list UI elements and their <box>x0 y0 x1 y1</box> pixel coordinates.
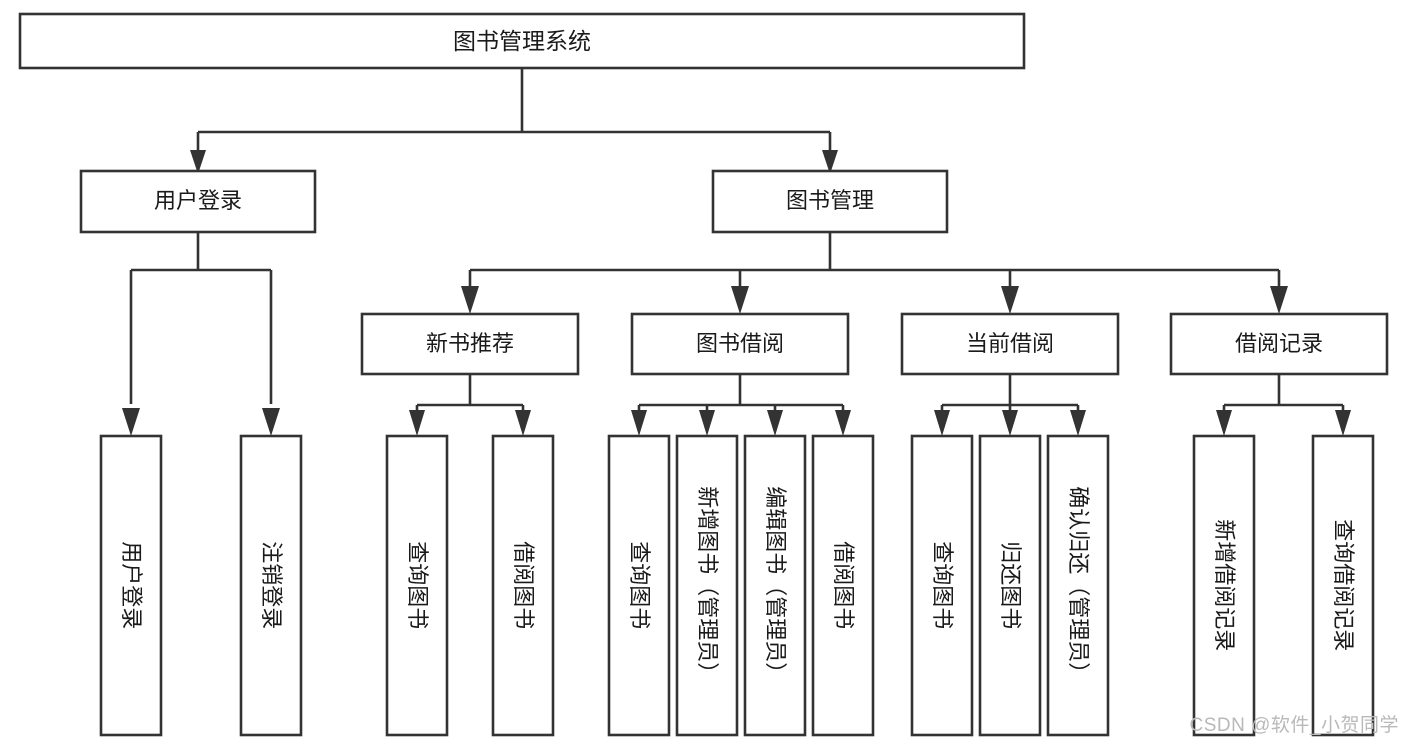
node-label-wrap-edit-book: 编辑图书（管理员） <box>745 436 805 735</box>
node-box-query-book-1[interactable] <box>385 434 449 737</box>
node-label-new-book-recommend: 新书推荐 <box>426 331 514 356</box>
node-label-user-login: 用户登录 <box>154 188 242 213</box>
connector-layer <box>122 68 1351 436</box>
arrow-to-add-borrow-record <box>1216 410 1232 436</box>
arrow-to-user-login <box>190 150 206 174</box>
node-label-wrap-query-book-1: 查询图书 <box>387 436 447 735</box>
node-label-wrap-return-book: 归还图书 <box>980 436 1040 735</box>
node-box-book-manage[interactable] <box>711 169 949 234</box>
node-box-new-book-recommend[interactable] <box>360 312 580 376</box>
connector-user-login-bus <box>129 232 273 404</box>
node-box-root[interactable] <box>18 12 1026 70</box>
node-box-borrow-book-1[interactable] <box>491 434 555 737</box>
node-box-current-borrow[interactable] <box>900 312 1120 376</box>
node-label-wrap-add-borrow-record: 新增借阅记录 <box>1194 436 1254 735</box>
node-label-wrap-confirm-return: 确认归还（管理员） <box>1048 436 1108 735</box>
connector-book-borrow-bus <box>637 374 845 412</box>
node-box-borrow-book-2[interactable] <box>811 434 875 737</box>
node-box-user-logout[interactable] <box>239 434 303 737</box>
arrow-to-book-borrow <box>731 286 749 314</box>
node-layer: 图书管理系统 用户登录 图书管理 新书推荐 图书借阅 当前借阅 借阅记录 <box>18 12 1389 737</box>
node-box-user-login[interactable] <box>79 169 317 234</box>
connector-book-manage-bus <box>468 232 1281 286</box>
node-label-wrap-user-login-do: 用户登录 <box>101 436 161 735</box>
connector-borrow-record-bus <box>1222 374 1345 412</box>
arrow-to-user-logout <box>262 408 280 436</box>
connector-current-borrow-bus <box>940 374 1080 412</box>
node-label-current-borrow: 当前借阅 <box>966 331 1054 356</box>
node-label-wrap-query-book-3: 查询图书 <box>912 436 972 735</box>
node-box-borrow-record[interactable] <box>1169 312 1389 376</box>
node-label-wrap-add-book: 新增图书（管理员） <box>677 436 737 735</box>
node-label-book-borrow: 图书借阅 <box>696 331 784 356</box>
node-box-edit-book[interactable] <box>743 434 807 737</box>
node-box-book-borrow[interactable] <box>630 312 850 376</box>
arrow-to-query-book-3 <box>934 410 950 436</box>
node-label-wrap-borrow-book-2: 借阅图书 <box>813 436 873 735</box>
watermark: CSDN @软件_小贺同学 <box>1189 715 1399 736</box>
arrow-to-confirm-return <box>1070 410 1086 436</box>
arrow-to-borrow-book-2 <box>835 410 851 436</box>
arrow-to-book-manage <box>822 150 838 174</box>
arrow-to-edit-book <box>767 410 783 436</box>
node-label-wrap-borrow-book-1: 借阅图书 <box>493 436 553 735</box>
node-label-root: 图书管理系统 <box>453 28 591 54</box>
node-box-query-book-2[interactable] <box>607 434 671 737</box>
arrow-to-user-login-do <box>122 408 140 436</box>
node-label-wrap-user-logout: 注销登录 <box>241 436 301 735</box>
node-box-user-login-do[interactable] <box>99 434 163 737</box>
arrow-to-add-book <box>699 410 715 436</box>
arrow-to-query-borrow-record <box>1335 410 1351 436</box>
arrow-to-current-borrow <box>1001 286 1019 314</box>
node-box-confirm-return[interactable] <box>1046 434 1110 737</box>
connector-root-bus <box>196 68 832 162</box>
node-label-borrow-record: 借阅记录 <box>1235 331 1323 356</box>
connector-new-book-recommend-bus <box>415 374 525 412</box>
arrow-to-query-book-2 <box>631 410 647 436</box>
node-box-query-book-3[interactable] <box>910 434 974 737</box>
arrow-to-borrow-book-1 <box>515 410 531 436</box>
arrow-to-return-book <box>1002 410 1018 436</box>
arrow-to-new-book-recommend <box>461 286 479 314</box>
node-label-wrap-query-borrow-record: 查询借阅记录 <box>1313 436 1373 735</box>
node-label-wrap-query-book-2: 查询图书 <box>609 436 669 735</box>
arrow-to-query-book-1 <box>409 410 425 436</box>
node-box-query-borrow-record[interactable] <box>1311 434 1375 737</box>
node-box-return-book[interactable] <box>978 434 1042 737</box>
node-box-add-borrow-record[interactable] <box>1192 434 1256 737</box>
node-label-book-manage: 图书管理 <box>786 188 874 213</box>
node-box-add-book[interactable] <box>675 434 739 737</box>
arrow-to-borrow-record <box>1270 286 1288 314</box>
